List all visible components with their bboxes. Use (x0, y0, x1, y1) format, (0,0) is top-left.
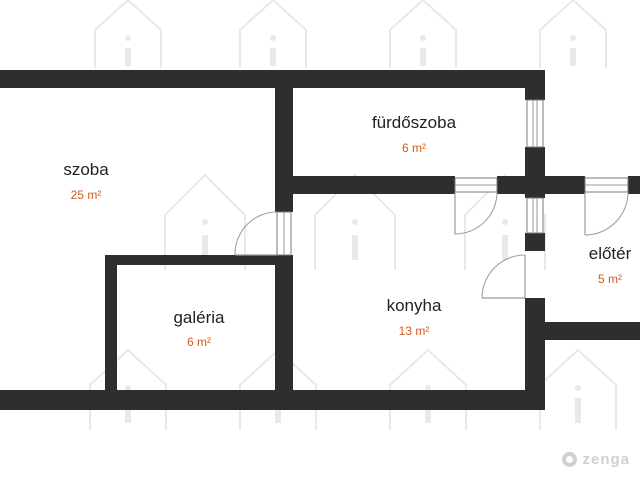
watermark-house-icon (314, 173, 396, 270)
gallery-column (276, 372, 292, 388)
gallery-left-wall (105, 255, 117, 390)
brand-watermark: zenga (562, 451, 630, 468)
brand-name: zenga (582, 451, 630, 468)
gallery-right-wall (275, 255, 293, 390)
watermark-house-icon (539, 348, 617, 430)
middle-wall-left (275, 176, 455, 194)
window-kitchen-right (526, 197, 544, 234)
bottom-wall (0, 390, 545, 410)
watermark-house-icon (389, 0, 457, 68)
window-bathroom (526, 99, 544, 148)
door-swing-entry (584, 191, 629, 236)
door-swing-kitchen (481, 254, 526, 299)
room-name-eloter: előtér (588, 244, 632, 263)
room-name-konyha: konyha (386, 296, 442, 315)
zenga-logo-icon (562, 452, 578, 467)
walls (0, 70, 640, 410)
door-swing-bathroom (454, 191, 498, 235)
room-area-furdoszoba: 6 m² (402, 141, 426, 155)
watermark-house-icon (239, 0, 307, 68)
room-area-eloter: 5 m² (598, 272, 622, 286)
room-name-galeria: galéria (173, 308, 225, 327)
room-name-szoba: szoba (63, 160, 109, 179)
gallery-top-wall (105, 255, 293, 265)
entry-bottom-wall (525, 322, 640, 340)
door-frame-gallery (276, 211, 292, 256)
room-area-konyha: 13 m² (398, 324, 430, 338)
right-wall-upper (525, 70, 545, 100)
room-area-galeria: 6 m² (187, 335, 211, 349)
watermark-house-icon (164, 173, 246, 270)
watermark-house-icon (539, 0, 607, 68)
door-opening-frame-top (454, 177, 498, 193)
middle-wall-far-right (628, 176, 640, 194)
bathroom-wall-right-lower (525, 147, 545, 194)
room-name-furdoszoba: fürdőszoba (371, 113, 457, 132)
door-opening-frame-entry (584, 177, 629, 193)
kitchen-right-stub (525, 233, 545, 251)
top-wall (0, 70, 545, 88)
watermark-house-icon (94, 0, 162, 68)
door-swing-gallery (234, 211, 278, 256)
kitchen-right-wall-upper (525, 194, 545, 198)
room-area-szoba: 25 m² (70, 188, 102, 202)
